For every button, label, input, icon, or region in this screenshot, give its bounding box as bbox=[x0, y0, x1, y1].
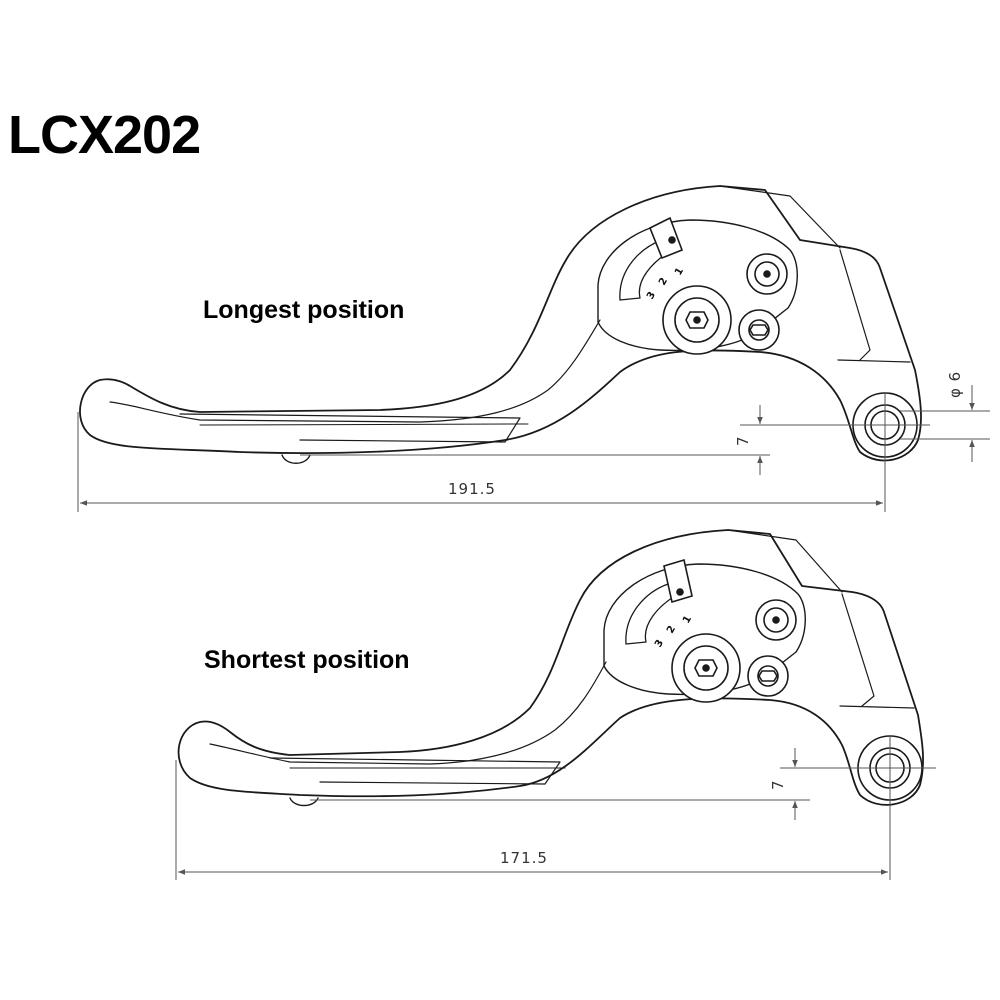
lever-head-face-shortest bbox=[839, 593, 915, 709]
lever-blade-groove-inner-longest bbox=[199, 423, 529, 426]
dimension-diameter: φ 6 bbox=[946, 371, 964, 398]
lever-body-outline-longest bbox=[79, 185, 922, 462]
dimension-offset-shortest: 7 bbox=[769, 779, 787, 790]
dimension-length-longest: 191.5 bbox=[448, 480, 496, 498]
lever-head-face-longest bbox=[837, 249, 911, 363]
adjuster-pos-1-longest: 1 bbox=[673, 266, 686, 278]
dimensions-longest bbox=[77, 385, 990, 512]
adjuster-selector-longest bbox=[648, 216, 684, 260]
lever-blade-groove-shortest bbox=[269, 757, 561, 785]
adjuster-pos-3-shortest: 3 bbox=[653, 638, 666, 650]
lever-blade-groove-longest bbox=[179, 413, 521, 443]
lever-body-outline-shortest bbox=[177, 529, 924, 806]
lever-head-shoulder-longest bbox=[719, 185, 841, 249]
lever-shortest bbox=[177, 529, 924, 807]
pivot-bolts-longest bbox=[662, 253, 918, 458]
lever-longest bbox=[79, 185, 922, 464]
lever-head-shoulder-shortest bbox=[727, 529, 843, 593]
lever-blade-edge-shortest bbox=[209, 661, 607, 765]
adjuster-pos-1-shortest: 1 bbox=[681, 614, 694, 626]
dimension-offset-longest: 7 bbox=[734, 435, 752, 446]
lever-nub-shortest bbox=[289, 797, 319, 807]
adjuster-pos-2-longest: 2 bbox=[657, 276, 670, 288]
lever-nub-longest bbox=[281, 454, 311, 464]
dimensions-shortest bbox=[175, 735, 936, 880]
adjuster-pos-3-longest: 3 bbox=[645, 290, 658, 302]
caption-shortest-position: Shortest position bbox=[204, 646, 410, 674]
dimension-length-shortest: 171.5 bbox=[500, 849, 548, 867]
model-title: LCX202 bbox=[8, 105, 201, 165]
adjuster-selector-shortest bbox=[663, 558, 693, 604]
lever-blade-edge-longest bbox=[109, 319, 601, 423]
pivot-bolts-shortest bbox=[671, 599, 923, 801]
caption-longest-position: Longest position bbox=[203, 296, 405, 324]
adjuster-pos-2-shortest: 2 bbox=[665, 624, 678, 636]
